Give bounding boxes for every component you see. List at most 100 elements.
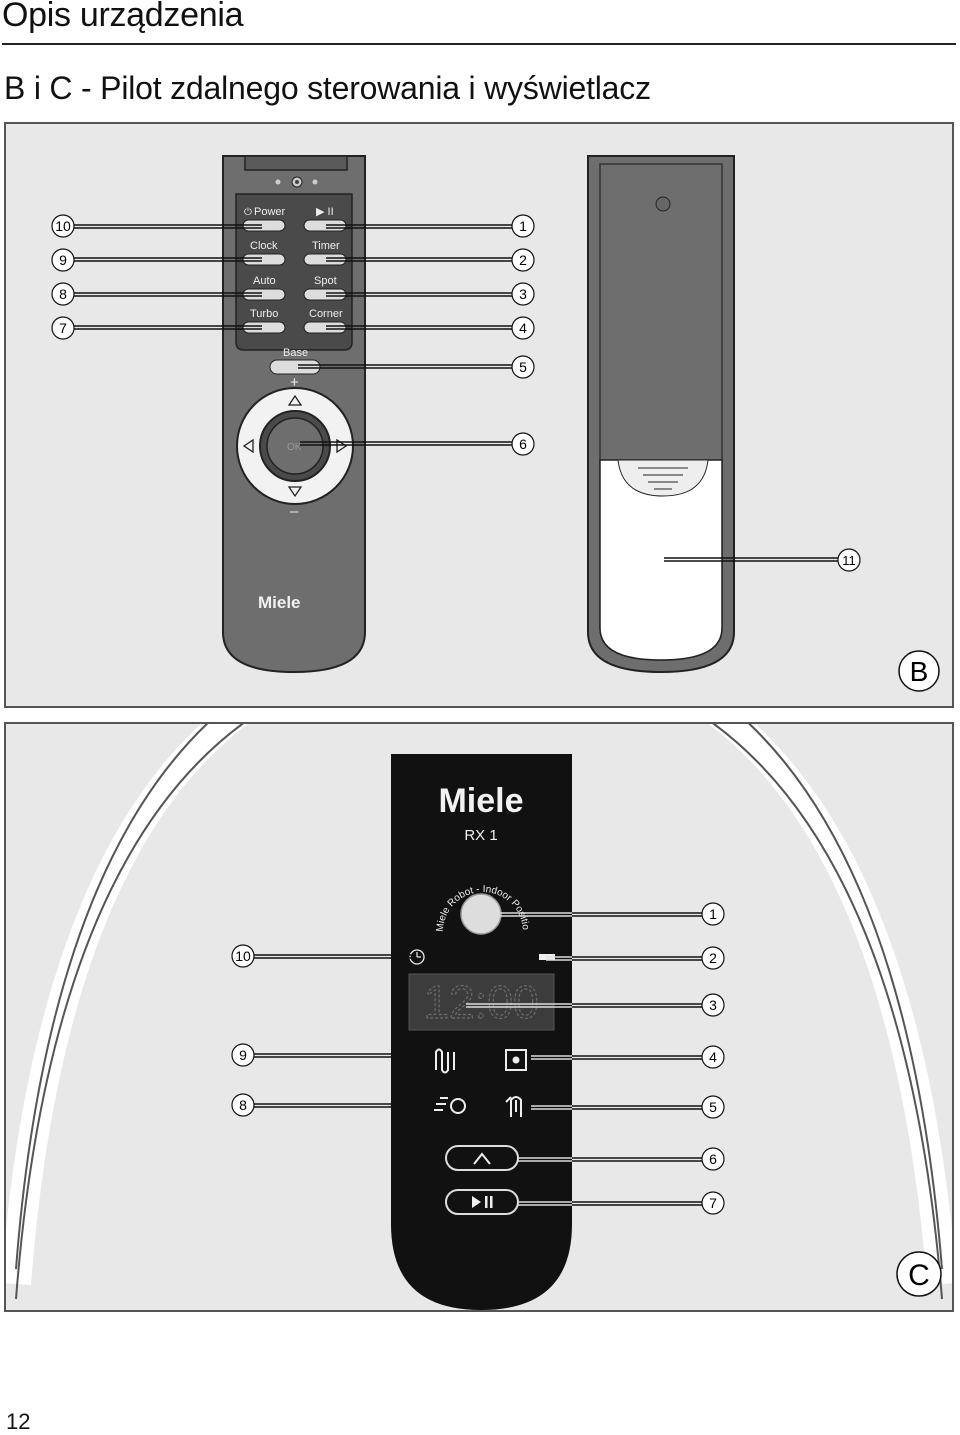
battery-cover — [599, 459, 723, 661]
ok-button[interactable] — [266, 417, 324, 475]
callout-1: 1 — [519, 218, 527, 234]
clock-button[interactable] — [242, 253, 286, 266]
power-icon: ⏻ — [244, 207, 252, 218]
base-label: Base — [283, 347, 308, 359]
remote-illustration: ⏻ Power ▶ II Clock Timer Auto Spot Turbo… — [51, 155, 940, 692]
callout-c-4: 4 — [709, 1049, 717, 1065]
minus-label: – — [290, 503, 299, 520]
leader-lines-c-dark — [254, 954, 434, 1108]
callout-circle — [511, 248, 535, 272]
corner-mode-icon — [505, 1096, 522, 1117]
callout-9: 9 — [59, 252, 67, 268]
clock-label: Clock — [250, 240, 278, 252]
led-right — [312, 179, 318, 185]
callout-c-1: 1 — [709, 906, 717, 922]
plus-label: + — [290, 374, 299, 391]
cover-grip — [617, 459, 709, 497]
callout-7: 7 — [59, 320, 67, 336]
callouts-right-c: 1 2 3 4 5 6 7 — [701, 902, 725, 1215]
button-panel — [235, 193, 353, 351]
callout-circle — [701, 1045, 725, 1069]
display-panel — [391, 754, 572, 1310]
callout-2: 2 — [519, 252, 527, 268]
callout-circle — [701, 1095, 725, 1119]
pause-icon — [485, 1196, 488, 1208]
turbo-mode-icon — [435, 1048, 455, 1074]
left-arrow-icon — [242, 438, 254, 454]
display-model: RX 1 — [464, 827, 497, 844]
heading-rule — [2, 43, 956, 45]
callout-circle — [51, 248, 75, 272]
callout-8: 8 — [59, 286, 67, 302]
page-heading: Opis urządzenia — [2, 0, 244, 34]
spot-mode-icon — [505, 1049, 527, 1071]
panel-b-remote: ⏻ Power ▶ II Clock Timer Auto Spot Turbo… — [4, 122, 954, 708]
turbo-button[interactable] — [242, 321, 286, 334]
robot-rim — [6, 724, 952, 1286]
base-button[interactable] — [269, 359, 321, 375]
callout-11: 11 — [842, 553, 856, 568]
section-title: B i C - Pilot zdalnego sterowania i wyśw… — [4, 70, 651, 106]
callout-3: 3 — [519, 286, 527, 302]
panel-c-label: C — [908, 1259, 930, 1292]
play-icon — [472, 1196, 481, 1208]
callouts-left-c: 10 9 8 — [231, 944, 255, 1117]
callout-10: 10 — [55, 218, 71, 234]
callouts-left-b: 10 9 8 7 — [51, 214, 75, 340]
callout-circle — [511, 214, 535, 238]
callout-c-6: 6 — [709, 1151, 717, 1167]
callout-circle — [837, 548, 861, 572]
auto-label: Auto — [253, 275, 276, 287]
ir-sensor — [460, 893, 502, 935]
callout-circle — [701, 1147, 725, 1171]
callout-c-8: 8 — [239, 1097, 247, 1113]
callout-c-3: 3 — [709, 997, 717, 1013]
auto-mode-icon — [434, 1097, 466, 1114]
callout-circle — [511, 316, 535, 340]
callout-circle — [511, 355, 535, 379]
callout-circle — [231, 944, 255, 968]
callout-circle — [511, 282, 535, 306]
display-illustration: Miele RX 1 Miele Robot - Indoor Position… — [6, 724, 952, 1310]
remote-brand-logo: Miele — [258, 593, 301, 612]
callout-circle — [231, 1043, 255, 1067]
panel-c-badge — [896, 1251, 942, 1297]
callout-5: 5 — [519, 359, 527, 375]
callout-circle — [51, 214, 75, 238]
down-arrow-icon — [287, 486, 303, 498]
start-pause-button[interactable] — [445, 1189, 519, 1215]
callout-c-9: 9 — [239, 1047, 247, 1063]
callout-c-2: 2 — [709, 950, 717, 966]
callout-c-10: 10 — [235, 948, 251, 964]
play-pause-label: ▶ II — [316, 206, 334, 218]
up-arrow-icon — [287, 394, 303, 406]
spot-button[interactable] — [303, 288, 347, 301]
panel-b-badge — [898, 650, 940, 692]
power-label: Power — [254, 206, 286, 218]
callout-circle — [701, 993, 725, 1017]
spot-label: Spot — [314, 275, 337, 287]
ok-label: OK — [287, 442, 302, 453]
auto-button[interactable] — [242, 288, 286, 301]
callout-circle — [511, 432, 535, 456]
timer-button[interactable] — [303, 253, 347, 266]
leader-lines-c-right — [572, 912, 702, 1206]
corner-label: Corner — [309, 308, 343, 320]
callout-circle — [51, 316, 75, 340]
screw-hole — [655, 196, 671, 212]
panel-b-label: B — [910, 656, 929, 687]
leader-lines-c-light — [466, 912, 572, 1206]
clock-icon — [409, 949, 425, 965]
base-return-button[interactable] — [445, 1145, 519, 1171]
panel-c-display: Miele RX 1 Miele Robot - Indoor Position… — [4, 722, 954, 1312]
segment-digits: 12:00 — [423, 976, 538, 1028]
ir-window — [244, 155, 348, 171]
chevron-up-icon — [473, 1152, 491, 1165]
callout-c-7: 7 — [709, 1195, 717, 1211]
corner-button[interactable] — [303, 321, 347, 334]
segment-display — [408, 973, 555, 1031]
right-arrow-icon — [336, 438, 348, 454]
leader-lines-b — [74, 224, 838, 562]
callout-4: 4 — [519, 320, 527, 336]
callout-circle — [701, 902, 725, 926]
